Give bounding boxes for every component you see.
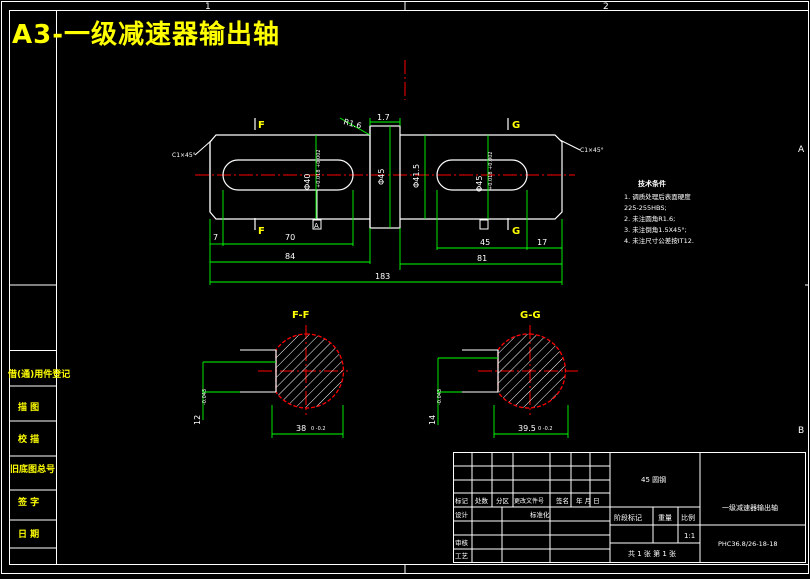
dimension-lines: [209, 117, 563, 285]
section-g-width-tol: 0 -0.2: [538, 426, 553, 432]
tech-heading: 技术条件: [638, 179, 666, 188]
title-block: [453, 452, 806, 563]
left-table-cell: 日 期: [18, 528, 39, 540]
tb-header-cell: 更改文件号: [514, 497, 544, 505]
chamfer-left: C1×45°: [172, 152, 196, 159]
tb-sheet: 共 1 张 第 1 张: [628, 549, 676, 558]
dim-d45-right: Φ45: [475, 176, 484, 192]
tb-stage-cell: 比例: [681, 513, 695, 522]
left-table-cell: 签 字: [17, 496, 39, 508]
datum-a: A: [314, 222, 319, 230]
tb-stage-cell: 重量: [658, 514, 672, 522]
tb-row-label: 审核: [455, 538, 469, 547]
left-table-cell: 旧底图总号: [10, 463, 55, 475]
left-table-labels: 借(通)用件登记 描 图 校 描 旧底图总号 签 字 日 期: [7, 368, 70, 540]
dim-84: 84: [285, 252, 295, 261]
dim-d40: Φ40: [303, 174, 312, 190]
tb-header-cell: 标记: [455, 496, 469, 505]
tech-line: 225-255HBS;: [624, 204, 667, 212]
tb-header-cell: 处数: [475, 496, 489, 505]
section-mark-f-top: F: [258, 120, 265, 131]
tech-line: 3. 未注倒角1.5X45°;: [624, 225, 687, 234]
tb-header-cell: 分区: [496, 496, 510, 505]
left-table-cell: 描 图: [18, 401, 39, 413]
drawing-title: A3-一级减速器输出轴: [12, 20, 281, 50]
section-g-g: G-G 14 -0.043 39.5 0 -0.2: [428, 310, 569, 438]
chamfer-leaders: [194, 139, 581, 156]
section-f-width: 38: [296, 424, 306, 433]
shaft-outline: [209, 125, 563, 229]
frame-row-a: A: [798, 145, 805, 155]
dim-d41-5: Φ41.5: [412, 164, 421, 188]
dim-d45: Φ45: [377, 169, 386, 185]
dim-17: 17: [537, 238, 547, 247]
tb-header-cell: 签名: [556, 496, 569, 505]
tb-part-name: 一级减速器输出轴: [722, 503, 778, 512]
section-f-f-label: F-F: [292, 310, 310, 321]
section-f-key-tol: -0.043: [202, 389, 208, 405]
dim-81: 81: [477, 254, 487, 263]
section-g-width: 39.5: [518, 424, 536, 433]
frame-row-b: B: [798, 426, 804, 436]
section-g-g-label: G-G: [520, 310, 541, 321]
section-mark-f-bottom: F: [258, 226, 265, 237]
dim-r16: R1.6: [342, 117, 362, 130]
section-f-f: F-F 12 -0.043 38 0 -0.2: [193, 310, 345, 438]
tb-material: 45 圆钢: [641, 475, 666, 484]
left-side-table: [9, 350, 57, 565]
tb-drawing-no: PHC36.8/26-18-18: [718, 540, 778, 548]
keyway-left: [222, 159, 354, 191]
left-table-cell: 借(通)用件登记: [7, 368, 70, 380]
keyway-right: [436, 159, 528, 191]
dim-d45-tol: +0.018 +0.002: [488, 151, 494, 190]
section-f-key: 12: [193, 415, 202, 425]
dim-70: 70: [285, 233, 295, 242]
section-cut-marks: [254, 118, 509, 230]
tb-row-label: 工艺: [455, 552, 469, 560]
tb-row-label: 设计: [455, 510, 469, 519]
tb-header-cell: 年 月 日: [576, 496, 600, 505]
frame-col-1: 1: [205, 2, 211, 12]
dim-45: 45: [480, 238, 490, 247]
section-mark-g-bottom: G: [512, 226, 520, 237]
section-g-key-tol: -0.043: [437, 389, 443, 405]
dim-1-7: 1.7: [377, 113, 390, 122]
tb-row-label: 标准化: [530, 510, 550, 519]
frame-col-2: 2: [603, 2, 609, 12]
dim-d40-tol: +0.018 +0.002: [316, 149, 322, 188]
left-table-cell: 校 描: [18, 433, 39, 445]
title-block-text: 45 圆钢 一级减速器输出轴 PHC36.8/26-18-18 1:1 共 1 …: [455, 475, 778, 560]
section-mark-g-top: G: [512, 120, 520, 131]
chamfer-right: C1×45°: [580, 147, 604, 154]
section-f-width-tol: 0 -0.2: [311, 426, 326, 432]
dim-7: 7: [213, 233, 218, 242]
tb-scale: 1:1: [684, 532, 695, 540]
tech-requirements: 技术条件 1. 调质处理后表面硬度 225-255HBS; 2. 未注圆角R1.…: [624, 179, 694, 245]
datum-box-right: [479, 219, 489, 230]
dim-183: 183: [375, 272, 390, 281]
tech-line: 1. 调质处理后表面硬度: [624, 192, 691, 201]
tb-stage-cell: 阶段标记: [614, 513, 642, 522]
section-g-key: 14: [428, 415, 437, 425]
tech-line: 2. 未注圆角R1.6;: [624, 214, 675, 223]
tech-line: 4. 未注尺寸公差按IT12.: [624, 236, 694, 245]
